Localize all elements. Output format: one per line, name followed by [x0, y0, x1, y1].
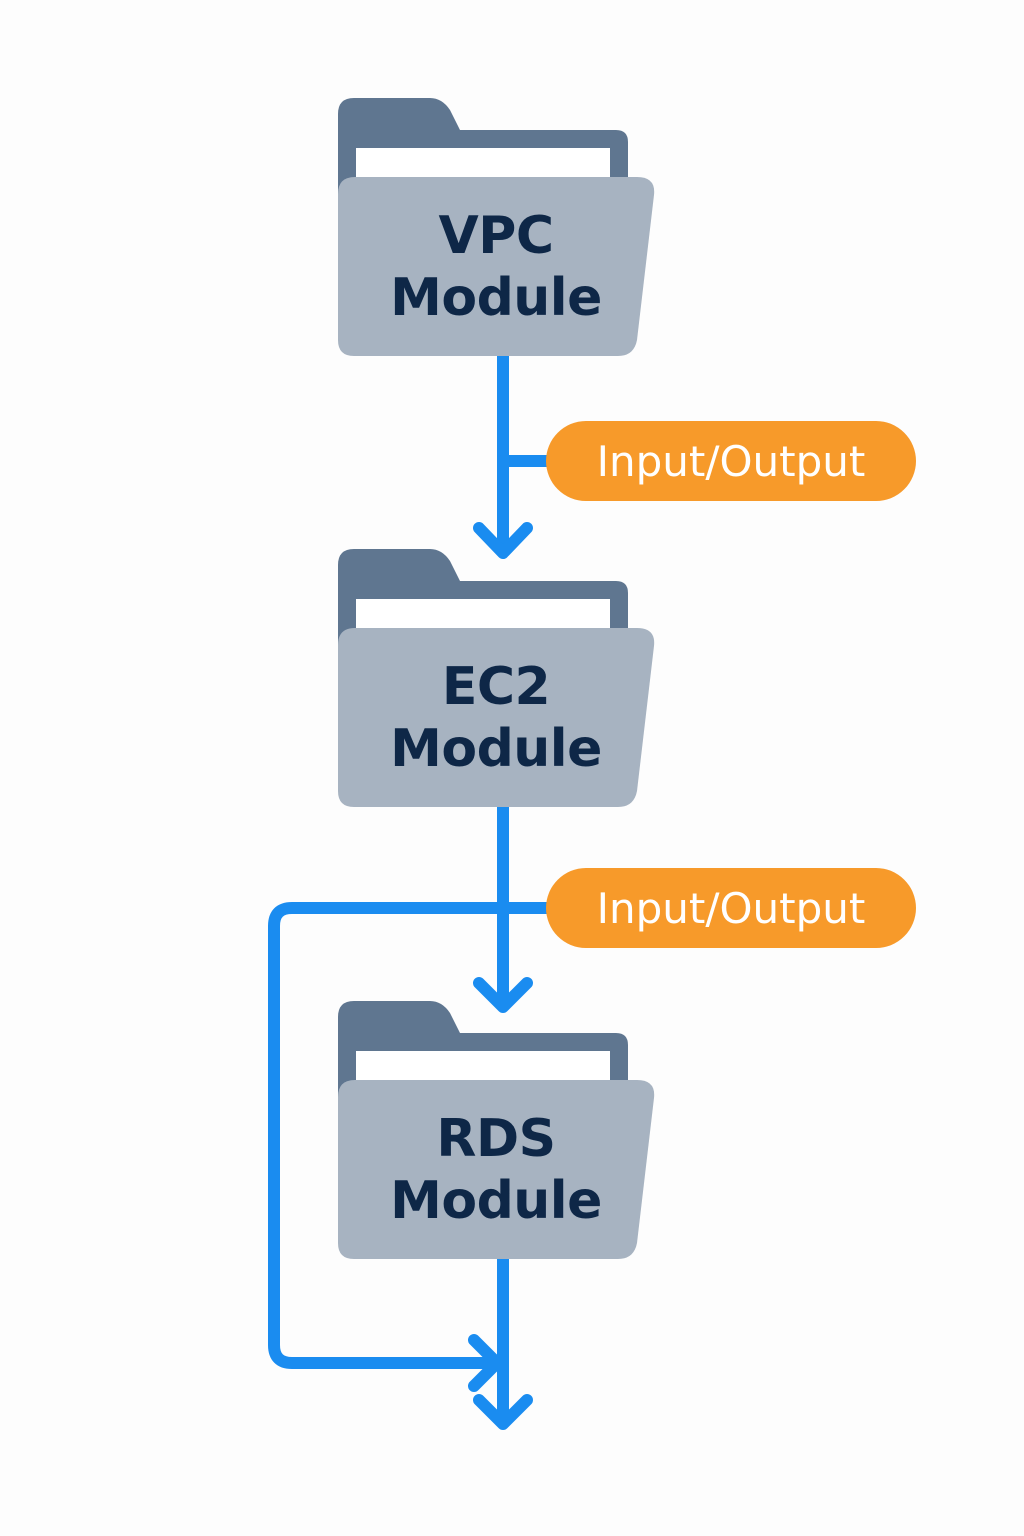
- module-title: RDS: [436, 1109, 556, 1169]
- io-label-vpc-ec2: Input/Output: [546, 421, 916, 501]
- folder-icon: [338, 549, 655, 807]
- module-subtitle: Module: [390, 1171, 602, 1231]
- arrowhead-output: [473, 1394, 533, 1430]
- folder-icon: [338, 1001, 655, 1259]
- connector-ec2-bypass: [268, 902, 509, 1369]
- module-subtitle: Module: [390, 268, 602, 328]
- module-title: EC2: [441, 657, 551, 717]
- io-label-ec2-rds: Input/Output: [546, 868, 916, 948]
- module-title: VPC: [438, 206, 554, 266]
- module-rds[interactable]: RDS Module: [338, 1080, 654, 1260]
- module-vpc[interactable]: VPC Module: [338, 177, 654, 357]
- arrowhead-rds: [473, 977, 533, 1013]
- module-subtitle: Module: [390, 719, 602, 779]
- module-ec2[interactable]: EC2 Module: [338, 628, 654, 808]
- folder-icon: [338, 98, 655, 356]
- arrowhead-ec2: [473, 522, 533, 559]
